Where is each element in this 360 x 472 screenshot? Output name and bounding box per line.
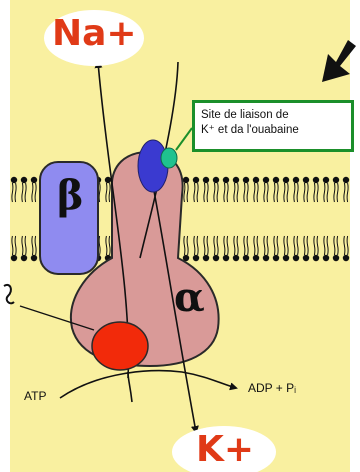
- lipid-head: [283, 177, 289, 183]
- sodium-ion-label: Na+: [52, 16, 137, 52]
- lipid-head: [11, 255, 17, 261]
- callout-line-1: Site de liaison de: [201, 108, 345, 123]
- lipid-head: [343, 255, 349, 261]
- lipid-head: [193, 255, 199, 261]
- lipid-head: [243, 255, 249, 261]
- atp-binding-site: [92, 322, 148, 370]
- lipid-head: [263, 255, 269, 261]
- lipid-head: [233, 177, 239, 183]
- lipid-head: [243, 177, 249, 183]
- ouabain-binding-site-green: [161, 148, 177, 168]
- lipid-head: [253, 255, 259, 261]
- lipid-head: [293, 255, 299, 261]
- lipid-head: [233, 255, 239, 261]
- lipid-head: [223, 177, 229, 183]
- lipid-head: [11, 177, 17, 183]
- callout-line-2: K⁺ et da l'ouabaine: [201, 123, 345, 138]
- lipid-head: [313, 255, 319, 261]
- atp-label: ATP: [24, 389, 46, 403]
- lipid-head: [303, 255, 309, 261]
- lipid-head: [263, 177, 269, 183]
- lipid-head: [223, 255, 229, 261]
- beta-subunit-label: β: [57, 176, 84, 216]
- alpha-subunit-label: α: [174, 278, 205, 318]
- lipid-head: [303, 177, 309, 183]
- binding-site-callout: Site de liaison de K⁺ et da l'ouabaine: [192, 100, 354, 152]
- lipid-head: [343, 177, 349, 183]
- lipid-head: [21, 255, 27, 261]
- lipid-head: [333, 177, 339, 183]
- lipid-head: [333, 255, 339, 261]
- lipid-head: [203, 255, 209, 261]
- lipid-head: [323, 177, 329, 183]
- lipid-head: [323, 255, 329, 261]
- lipid-head: [293, 177, 299, 183]
- potassium-ion-label: K+: [196, 432, 254, 468]
- lipid-head: [253, 177, 259, 183]
- lipid-head: [31, 255, 37, 261]
- lipid-head: [213, 255, 219, 261]
- lipid-head: [213, 177, 219, 183]
- lipid-head: [31, 177, 37, 183]
- lipid-head: [273, 177, 279, 183]
- lipid-head: [283, 255, 289, 261]
- lipid-head: [273, 255, 279, 261]
- lipid-head: [21, 177, 27, 183]
- lipid-head: [183, 177, 189, 183]
- adp-label: ADP + Pᵢ: [248, 381, 296, 395]
- lipid-head: [203, 177, 209, 183]
- lipid-head: [313, 177, 319, 183]
- lipid-head: [105, 177, 111, 183]
- lipid-head: [193, 177, 199, 183]
